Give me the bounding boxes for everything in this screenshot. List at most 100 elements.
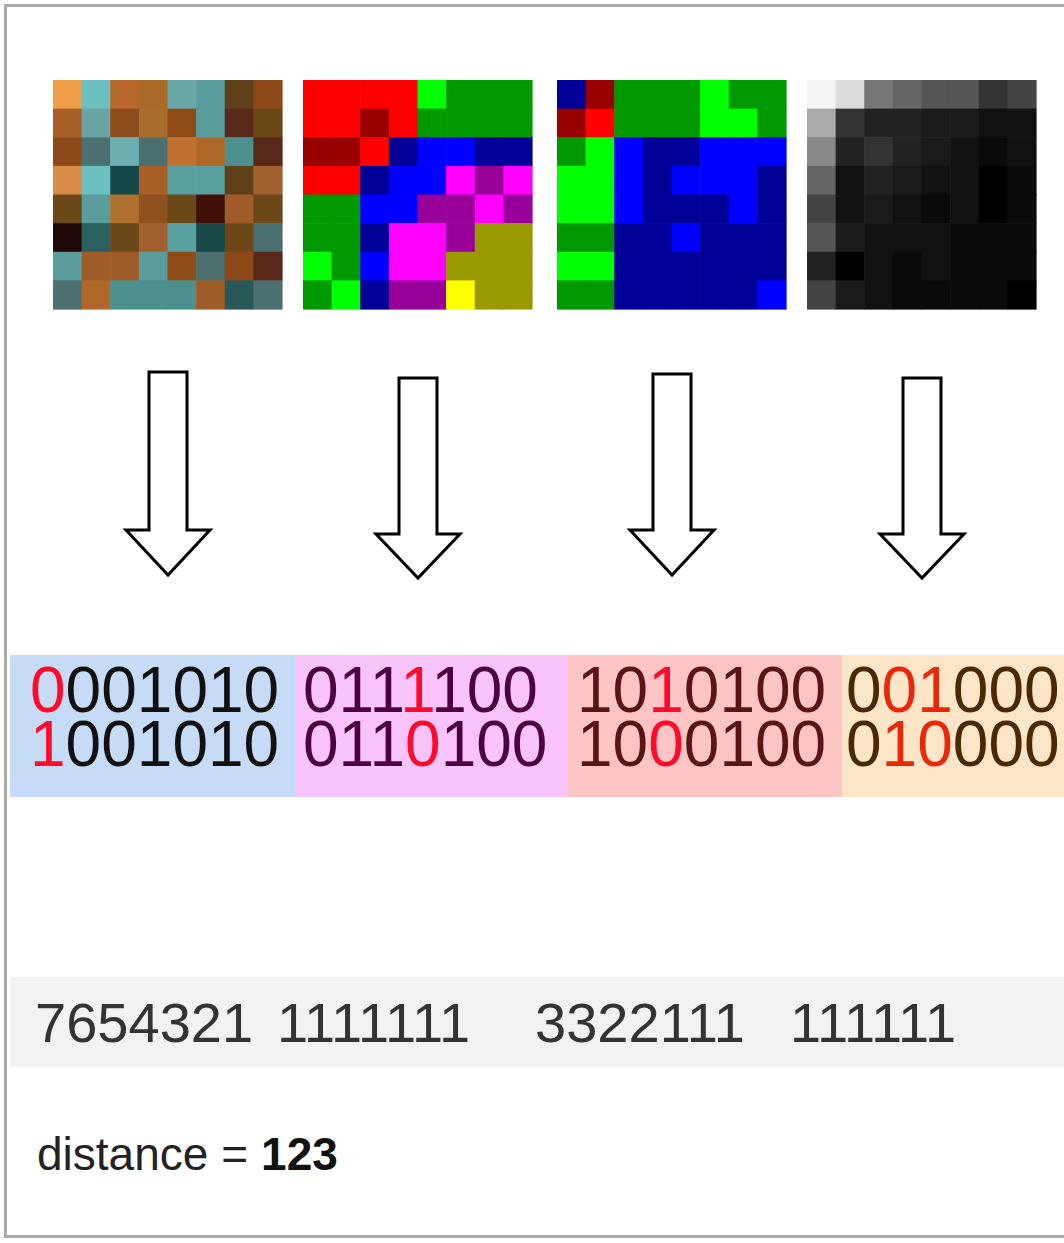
pixel (729, 137, 758, 166)
character: e (183, 1128, 209, 1180)
pixel (807, 223, 836, 252)
code-band (568, 655, 842, 797)
pixel (757, 109, 786, 138)
character: d (37, 1128, 63, 1180)
pixel (979, 166, 1008, 195)
pixel (389, 280, 418, 309)
pixel (418, 80, 447, 109)
down-arrows (126, 372, 964, 578)
pixel (53, 137, 82, 166)
bit-string: 1000100 (577, 712, 826, 776)
pixel (807, 80, 836, 109)
pixel (922, 280, 951, 309)
character: s (73, 1128, 96, 1180)
pixel (418, 223, 447, 252)
character: n (134, 1128, 160, 1180)
pixel (950, 252, 979, 281)
pixel (168, 280, 197, 309)
pixel (922, 137, 951, 166)
pixel (807, 137, 836, 166)
pixel (139, 166, 168, 195)
pixel (1007, 137, 1036, 166)
pixel (360, 137, 389, 166)
pixel (836, 280, 865, 309)
pixel (557, 280, 586, 309)
pixel (643, 195, 672, 224)
pixel (446, 252, 475, 281)
character: 1 (441, 708, 477, 780)
character: 1 (714, 991, 745, 1054)
pixel (303, 109, 332, 138)
pixel (586, 280, 615, 309)
character: t (96, 1128, 109, 1180)
character: 7 (35, 991, 66, 1054)
pixel (110, 109, 139, 138)
pixel (729, 195, 758, 224)
pixel (503, 166, 532, 195)
pixel (503, 280, 532, 309)
pixel (557, 137, 586, 166)
bit-string: 010000 (846, 712, 1060, 776)
pixel (557, 109, 586, 138)
pixel (503, 195, 532, 224)
pixel (893, 166, 922, 195)
pixel (614, 280, 643, 309)
pixel (503, 137, 532, 166)
distance-label: distance = (37, 1131, 248, 1177)
pixel (700, 252, 729, 281)
character: 2 (597, 991, 628, 1054)
pixel (418, 252, 447, 281)
pixel (614, 109, 643, 138)
pixel (672, 223, 701, 252)
character: 1 (208, 708, 244, 780)
pixel (332, 166, 361, 195)
pixel (110, 137, 139, 166)
character: 0 (648, 708, 684, 780)
pixel (700, 280, 729, 309)
pixel (893, 223, 922, 252)
pixel (168, 137, 197, 166)
pixel (700, 137, 729, 166)
character: 0 (917, 708, 953, 780)
pixel (503, 252, 532, 281)
character: 6 (66, 991, 97, 1054)
pixel (643, 280, 672, 309)
pixel (729, 80, 758, 109)
pixel (139, 109, 168, 138)
pixel (807, 195, 836, 224)
pixel (1007, 223, 1036, 252)
pixel (53, 195, 82, 224)
pixel (586, 166, 615, 195)
pixel (729, 252, 758, 281)
pixel (979, 195, 1008, 224)
pixel (168, 195, 197, 224)
pixel (253, 166, 282, 195)
pixel (253, 80, 282, 109)
pixel (82, 223, 111, 252)
pixel (700, 109, 729, 138)
pixel (586, 223, 615, 252)
pixel (446, 137, 475, 166)
pixel (757, 137, 786, 166)
character: 0 (1024, 708, 1060, 780)
pixel (672, 109, 701, 138)
pixel (922, 223, 951, 252)
pixel (836, 195, 865, 224)
pixel (643, 109, 672, 138)
pixel (332, 195, 361, 224)
pixel (807, 166, 836, 195)
pixel (503, 109, 532, 138)
character: 2 (191, 991, 222, 1054)
pixel (864, 280, 893, 309)
pixel (110, 80, 139, 109)
pixel (557, 166, 586, 195)
pixel (893, 252, 922, 281)
pixel (389, 252, 418, 281)
pixel (643, 80, 672, 109)
character: 0 (476, 708, 512, 780)
pixel (360, 252, 389, 281)
character: 1 (925, 991, 956, 1054)
pixel (503, 223, 532, 252)
bit-string: 1001010 (30, 712, 279, 776)
pixel (729, 280, 758, 309)
